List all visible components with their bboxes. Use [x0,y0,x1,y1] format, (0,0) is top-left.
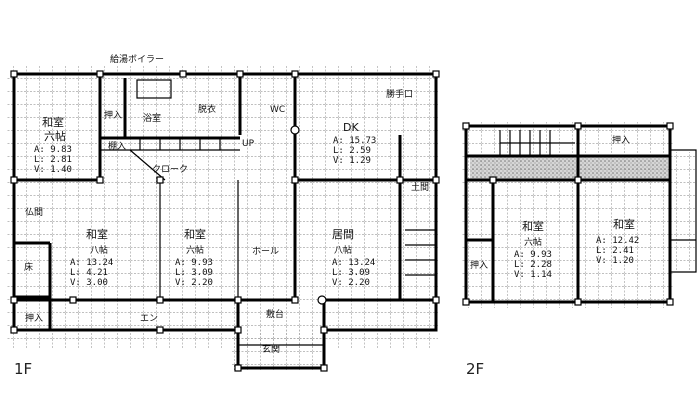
label-oshiire-2f: 押入 [612,134,630,146]
room-l: L: 2.81 [34,155,72,165]
label-dressing: 脱衣 [198,103,216,115]
room-area: A: 12.42 [596,236,639,246]
room-size: 六帖 [524,236,542,248]
room-size: 八帖 [334,244,352,256]
room-name: 和室 [184,227,206,241]
floor-label-1f: 1F [14,360,32,378]
label-doma: 土間 [411,181,429,193]
label-oshiire: 押入 [104,109,122,121]
room-area: A: 9.93 [175,258,213,268]
room-v: V: 2.20 [175,278,213,288]
label-butsuma: 仏間 [25,207,43,218]
room-v: V: 3.00 [70,278,108,288]
label-wc: WC [270,105,285,115]
room-area: A: 15.73 [333,136,376,146]
label-engawa: エン [140,314,158,324]
label-up: UP [242,139,255,149]
room-v: V: 1.29 [333,156,371,166]
room-size: 八帖 [90,244,108,256]
first-floor-plan: 給湯ボイラー 和室 六帖 A: 9.83 L: 2.81 V: 1.40 押入 … [6,53,440,378]
room-l: L: 2.41 [596,246,634,256]
room-l: L: 4.21 [70,268,108,278]
label-shikidai: 敷台 [266,308,284,320]
room-area: A: 9.83 [34,145,72,155]
room-name: 和室 [86,227,108,241]
room-name: 居間 [332,228,354,241]
room-v: V: 1.20 [596,256,634,266]
room-area: A: 13.24 [70,258,113,268]
room-size: 六帖 [186,244,204,256]
room-area: A: 13.24 [332,258,375,268]
label-back-door: 勝手口 [386,88,413,100]
label-genkan: 玄関 [262,343,280,355]
room-l: L: 3.09 [332,268,370,278]
room-l: L: 3.09 [175,268,213,278]
room-name: 和室 [42,115,64,129]
room-v: V: 1.40 [34,165,72,175]
label-oshiire-2f: 押入 [470,259,488,271]
room-area: A: 9.93 [514,250,552,260]
label-bath: 浴室 [143,112,161,124]
boiler-note: 給湯ボイラー [110,53,164,65]
label-shelf: 棚入 [108,140,126,152]
room-l: L: 2.59 [333,146,371,156]
room-v: V: 1.14 [514,270,552,280]
room-dk-name: DK [343,121,359,134]
posts [10,70,440,372]
label-oshiire: 押入 [25,312,43,324]
room-v: V: 2.20 [332,278,370,288]
second-floor-plan: 押入 押入 和室 六帖 A: 9.93 L: 2.28 V: 1.14 和室 A… [462,122,697,378]
room-size: 六帖 [44,130,66,143]
room-name: 和室 [613,217,635,231]
room-l: L: 2.28 [514,260,552,270]
floor-label-2f: 2F [466,360,484,378]
label-toko: 床 [24,261,33,273]
label-closet: クローク [152,164,188,175]
label-hall: ホール [252,246,279,257]
room-name: 和室 [522,219,544,233]
